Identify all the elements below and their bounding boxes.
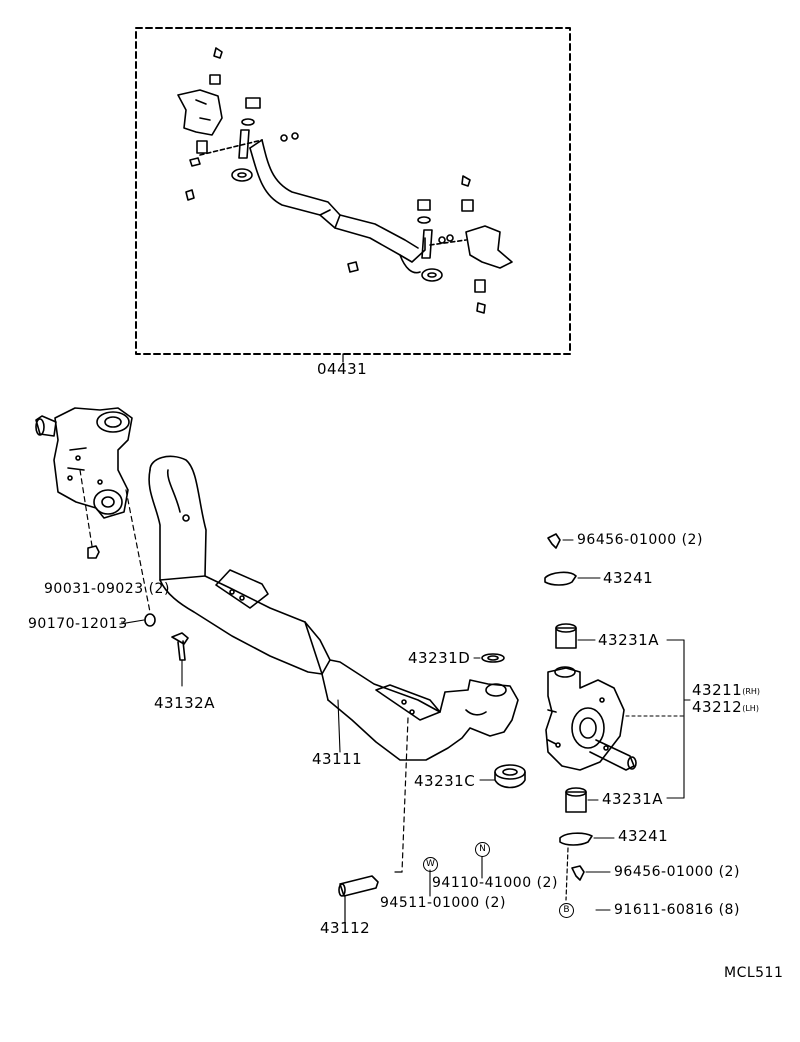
right-steering-knuckle: [545, 666, 637, 771]
kingpin-leader: [401, 717, 409, 873]
kit-small-parts-left: [199, 97, 299, 182]
symbol-b: B: [559, 903, 574, 918]
shim-43231D: [481, 653, 505, 663]
label-90031: 90031-09023 (2): [44, 581, 170, 597]
front-axle-beam: [148, 455, 519, 761]
label-94110: 94110-41000 (2): [432, 875, 558, 891]
label-43231C: 43231C: [414, 772, 476, 790]
symbol-w: W: [423, 857, 438, 872]
label-43212: 43212(LH): [692, 700, 759, 715]
label-43212-suffix: (LH): [742, 704, 759, 713]
kit-small-parts-right: [347, 199, 467, 282]
label-43211: 43211(RH): [692, 683, 760, 698]
king-pin-43112: [338, 875, 379, 923]
knuckle-nut-90170: [125, 489, 156, 627]
label-90170: 90170-12013: [28, 616, 128, 632]
label-43112: 43112: [320, 919, 371, 937]
bushing-43231A-top: [555, 623, 577, 649]
bolt-43132A: [171, 632, 189, 661]
cap-43241-bottom: [559, 832, 593, 846]
label-43111: 43111: [312, 750, 363, 768]
kit-knuckle-right: [461, 175, 513, 314]
kit-knuckle-left: [177, 47, 223, 201]
bolt-91611-leader: [565, 847, 569, 901]
grease-fitting-top: [547, 533, 561, 549]
symbol-n: N: [475, 842, 490, 857]
label-43241-top: 43241: [603, 569, 654, 587]
label-43231A-top: 43231A: [598, 631, 659, 649]
kit-boundary: [135, 27, 571, 355]
grease-fitting-bottom: [571, 865, 585, 881]
label-43211-suffix: (RH): [742, 687, 761, 696]
label-43211-number: 43211: [692, 681, 743, 699]
label-43231D: 43231D: [408, 649, 471, 667]
label-43132A: 43132A: [154, 694, 215, 712]
label-43241-bottom: 43241: [618, 827, 669, 845]
kit-label: 04431: [317, 360, 368, 378]
leader-lines: [119, 539, 691, 911]
label-96456-bottom: 96456-01000 (2): [614, 864, 740, 880]
cap-43241-top: [544, 571, 577, 586]
label-43212-number: 43212: [692, 698, 743, 716]
knuckle-bolt-90031: [79, 469, 100, 559]
left-steering-knuckle: [35, 407, 133, 519]
thrust-bearing-43231C: [494, 764, 526, 789]
kit-axle-beam: [249, 139, 426, 274]
label-43231A-bottom: 43231A: [602, 790, 663, 808]
label-91611: 91611-60816 (8): [614, 902, 740, 918]
diagram-code: MCL511: [724, 965, 784, 981]
label-96456-top: 96456-01000 (2): [577, 532, 703, 548]
label-94511: 94511-01000 (2): [380, 895, 506, 911]
bushing-43231A-bottom: [565, 787, 587, 813]
